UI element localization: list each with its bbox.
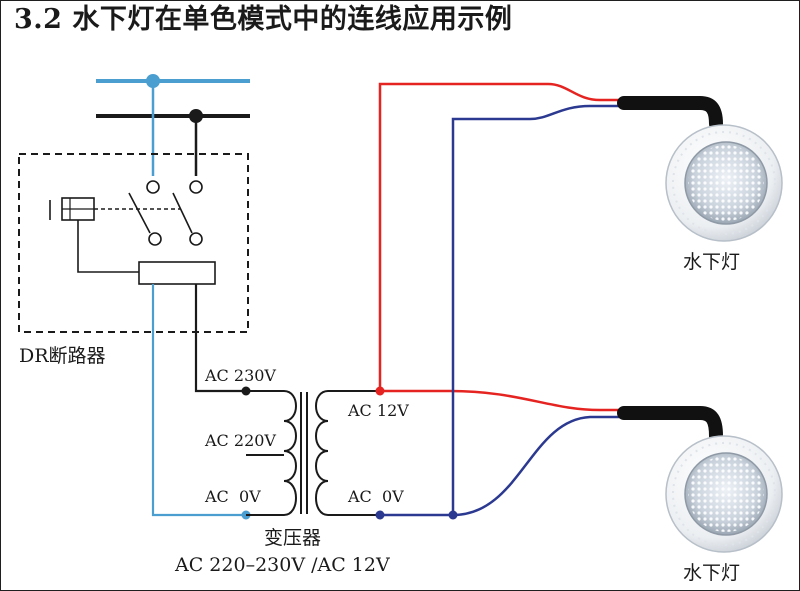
junction-0v: [448, 510, 458, 520]
tap-label-220v: AC 220V: [205, 431, 276, 450]
wire-0v-lamp2: [452, 415, 624, 517]
wire-breaker-to-230v: [194, 308, 246, 393]
underwater-lamp-1: [617, 96, 783, 242]
transformer-symbol: [246, 390, 380, 516]
lamp-1-label: 水下灯: [683, 251, 741, 273]
transformer-name: 变压器: [264, 527, 322, 549]
wire-breaker-to-0v: [151, 308, 246, 517]
wire-12v-lamp1: [378, 82, 624, 391]
page-title: 3.2 水下灯在单色模式中的连线应用示例: [14, 4, 513, 35]
transformer-rating: AC 220–230V /AC 12V: [175, 554, 390, 576]
wire-0v-lamp1: [380, 104, 624, 517]
tap-label-230v: AC 230V: [205, 366, 276, 385]
tap-label-secondary-0v: AC 0V: [348, 487, 404, 506]
lamp-2-label: 水下灯: [683, 562, 741, 584]
dr-breaker: [18, 153, 249, 333]
tap-label-12v: AC 12V: [348, 401, 409, 420]
tap-label-primary-0v: AC 0V: [205, 487, 261, 506]
wire-12v-lamp2: [380, 389, 624, 412]
underwater-lamp-2: [617, 406, 783, 553]
breaker-label: DR断路器: [19, 345, 106, 367]
